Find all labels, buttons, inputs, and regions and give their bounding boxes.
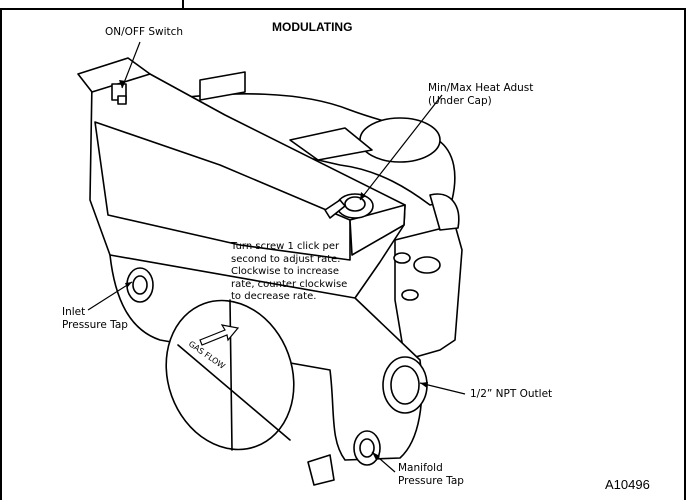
top-border bbox=[0, 0, 686, 10]
diagram-title: MODULATING bbox=[272, 20, 353, 34]
leader-inlet bbox=[87, 281, 133, 311]
gas-flow-disc bbox=[165, 299, 295, 451]
figure-code: A10496 bbox=[605, 477, 650, 492]
leader-switch bbox=[121, 41, 141, 89]
adjust-instructions: Turn screw 1 click per second to adjust … bbox=[231, 241, 348, 302]
header-divider bbox=[182, 0, 184, 8]
label-inlet-pressure-tap: Inlet Pressure Tap bbox=[62, 306, 128, 331]
label-npt-outlet: 1/2” NPT Outlet bbox=[470, 388, 553, 400]
gas-flow-arrow bbox=[199, 324, 240, 346]
leader-heat-adjust bbox=[359, 94, 443, 201]
label-manifold-pressure-tap: Manifold Pressure Tap bbox=[398, 462, 464, 487]
label-min-max-heat-adjust: Min/Max Heat Adust (Under Cap) bbox=[428, 82, 534, 107]
dome-cap bbox=[359, 117, 441, 163]
right-border bbox=[684, 8, 686, 500]
left-border bbox=[0, 8, 2, 500]
label-on-off-switch: ON/OFF Switch bbox=[105, 26, 184, 38]
valve-right-housing bbox=[394, 224, 463, 361]
